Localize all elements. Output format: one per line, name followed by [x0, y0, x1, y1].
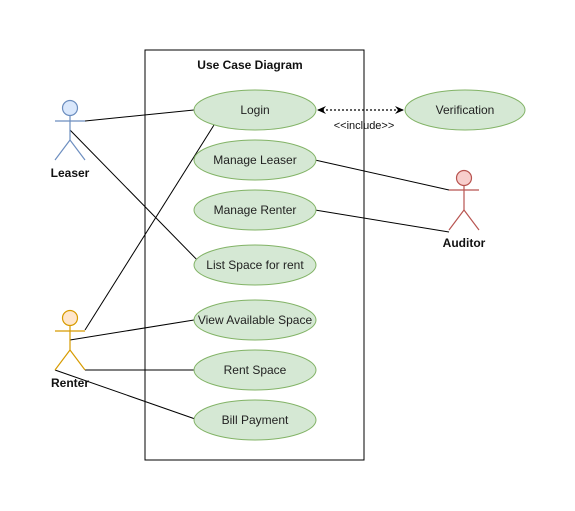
actor-renter-label: Renter — [51, 376, 89, 390]
assoc-renter-view-space — [69, 319, 195, 341]
actor-auditor-label: Auditor — [443, 236, 486, 250]
associations — [54, 109, 450, 421]
assoc-leaser-login — [84, 109, 195, 122]
use-case-verification-label: Verification — [436, 103, 495, 117]
assoc-auditor-manage-leaser — [314, 159, 450, 191]
use-case-bill-payment-label: Bill Payment — [222, 413, 289, 427]
assoc-renter-bill-payment — [54, 369, 199, 421]
use-case-view-space-label: View Available Space — [198, 313, 313, 327]
use-case-manage-leaser-label: Manage Leaser — [213, 153, 296, 167]
actor-leaser-head-icon — [61, 99, 79, 117]
use-case-login[interactable]: Login — [193, 89, 317, 131]
actor-renter-head-icon — [61, 309, 79, 327]
assoc-auditor-manage-renter — [314, 209, 450, 233]
actor-leaser[interactable] — [54, 99, 86, 161]
assoc-renter-login — [84, 124, 215, 331]
system-boundary — [144, 49, 365, 461]
use-case-list-space[interactable]: List Space for rent — [193, 244, 317, 286]
use-case-manage-renter[interactable]: Manage Renter — [193, 189, 317, 231]
system-title: Use Case Diagram — [197, 58, 302, 72]
include-label: <<include>> — [334, 120, 395, 132]
use-case-list-space-label: List Space for rent — [206, 258, 304, 272]
use-case-manage-renter-label: Manage Renter — [214, 203, 297, 217]
use-case-rent-space-label: Rent Space — [224, 363, 287, 377]
use-case-login-label: Login — [240, 103, 269, 117]
actor-auditor-head-icon — [455, 169, 473, 187]
use-case-verification[interactable]: Verification — [404, 89, 526, 131]
assoc-leaser-list-space — [69, 129, 206, 269]
actor-auditor[interactable] — [448, 169, 480, 231]
actor-leaser-label: Leaser — [51, 166, 90, 180]
use-case-view-space[interactable]: View Available Space — [193, 299, 317, 341]
use-case-bill-payment[interactable]: Bill Payment — [193, 399, 317, 441]
actor-renter[interactable] — [54, 309, 86, 371]
use-case-manage-leaser[interactable]: Manage Leaser — [193, 139, 317, 181]
use-case-rent-space[interactable]: Rent Space — [193, 349, 317, 391]
